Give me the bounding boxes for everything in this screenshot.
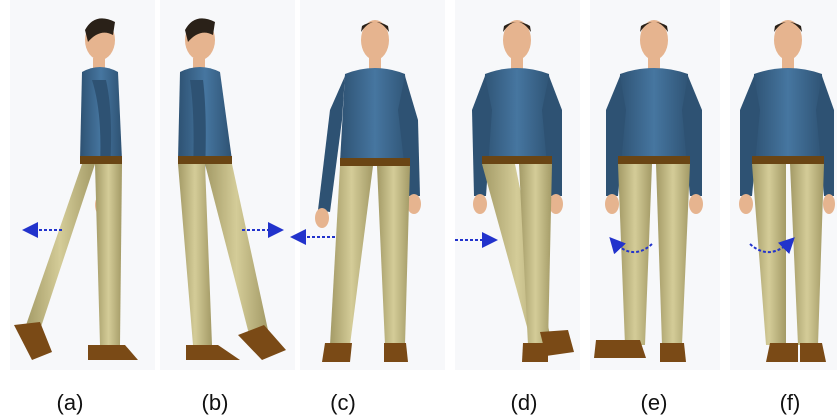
shoe <box>384 343 408 362</box>
right-arm <box>398 76 420 196</box>
left-arm <box>740 76 760 196</box>
belt <box>618 156 690 164</box>
belt <box>340 158 410 166</box>
shirt <box>618 68 690 160</box>
caption-f: (f) <box>779 390 801 415</box>
hand <box>315 208 329 228</box>
neck <box>369 58 381 70</box>
shoe <box>594 340 646 358</box>
right-arm <box>682 76 702 196</box>
rotation-arrow <box>609 237 653 255</box>
rotation-arrow <box>749 237 795 255</box>
shoe <box>14 322 52 360</box>
belt <box>752 156 824 164</box>
hair <box>85 18 115 42</box>
belt <box>178 156 232 164</box>
hand <box>689 194 703 214</box>
right-arm <box>542 76 562 196</box>
caption-a: (a) <box>56 390 84 415</box>
belt <box>80 156 122 164</box>
neck <box>511 58 523 70</box>
caption-d: (d) <box>510 390 538 415</box>
head <box>640 20 668 60</box>
hand <box>407 194 421 214</box>
hair <box>640 22 668 32</box>
caption-e: (e) <box>640 390 668 415</box>
front-leg <box>178 164 212 345</box>
left-arm <box>318 76 345 212</box>
left-leg <box>618 164 652 345</box>
back-leg <box>205 164 268 338</box>
right-arm <box>816 76 834 196</box>
neck <box>782 58 794 70</box>
hair <box>774 22 802 32</box>
shoe <box>322 343 352 362</box>
head <box>503 20 531 60</box>
shoe <box>660 343 686 362</box>
figure-f <box>739 20 835 362</box>
shoe <box>800 343 826 362</box>
hand <box>549 194 563 214</box>
figure-b <box>178 18 286 360</box>
hair <box>503 22 531 32</box>
figure-c <box>290 20 421 362</box>
hair <box>185 18 215 42</box>
figure-a <box>14 18 138 360</box>
right-leg <box>377 166 410 345</box>
hand <box>473 194 487 214</box>
shoe <box>540 330 574 356</box>
left-arm <box>606 76 626 196</box>
front-leg <box>25 164 95 330</box>
hand <box>605 194 619 214</box>
shirt <box>482 68 552 160</box>
figure-d <box>455 20 574 362</box>
shoe <box>238 325 286 360</box>
belt <box>482 156 552 164</box>
left-leg <box>752 164 786 345</box>
shoe <box>186 345 240 360</box>
hair <box>361 22 389 32</box>
head <box>774 20 802 60</box>
back-leg <box>95 164 122 345</box>
caption-b: (b) <box>201 390 229 415</box>
shoe <box>88 345 138 360</box>
neck <box>648 58 660 70</box>
standing-leg <box>519 164 552 345</box>
hand <box>739 194 753 214</box>
right-leg <box>790 164 824 345</box>
head <box>361 20 389 60</box>
shirt <box>752 68 824 160</box>
shirt <box>340 68 410 162</box>
hand <box>823 194 835 214</box>
shoe <box>766 343 798 362</box>
figure-e <box>594 20 703 362</box>
left-leg <box>330 166 373 345</box>
shoe <box>522 343 548 362</box>
caption-c: (c) <box>330 390 356 415</box>
right-leg <box>656 164 690 345</box>
